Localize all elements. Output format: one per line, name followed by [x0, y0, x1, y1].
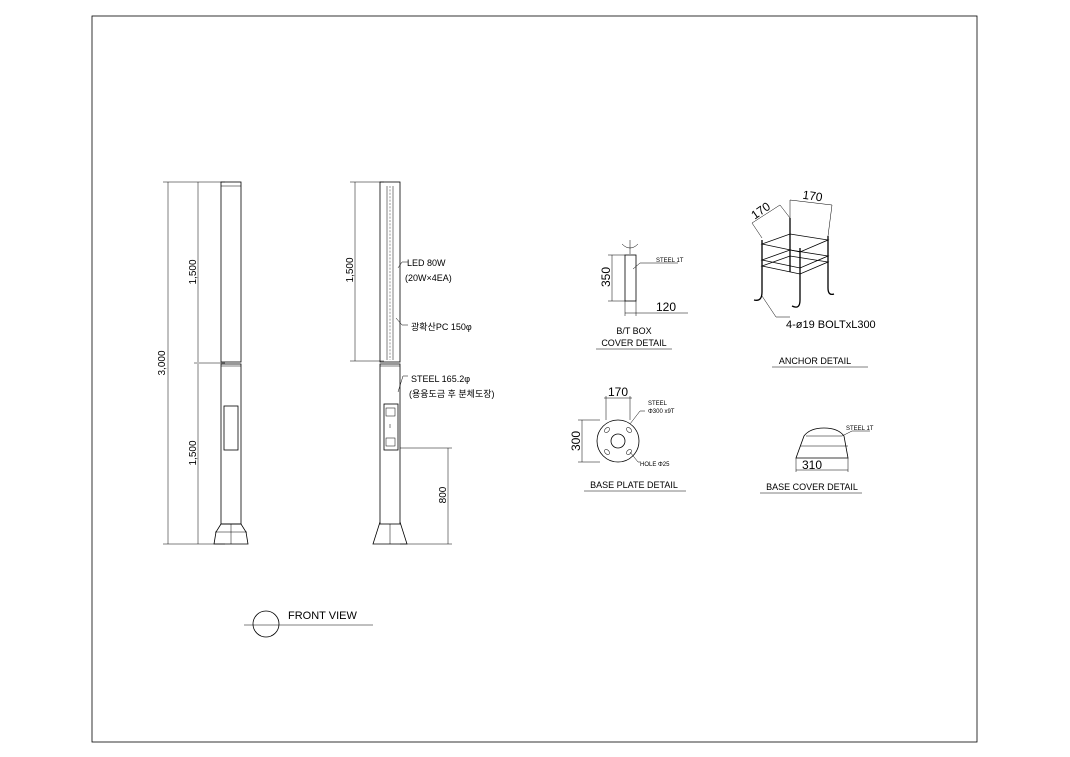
pole-front-left: 3,000 1,500 1,500	[157, 181, 249, 545]
dim-side-upper: 1,500	[345, 257, 356, 282]
base-cover-note: STEEL 1T	[846, 426, 874, 432]
bt-box-dim-width: 120	[656, 300, 676, 314]
base-plate-note-steel: STEEL	[648, 401, 668, 407]
front-view-title: FRONT VIEW	[244, 610, 373, 638]
bt-box-dim-height: 350	[599, 267, 613, 287]
anchor-detail: 170 170 4-ø19 BOLTxL300 ANCHOR DETAIL	[748, 188, 876, 368]
base-plate-note-hole: HOLE Φ25	[640, 462, 670, 468]
bt-box-detail: 350 120 STEEL 1T B/T BOX COVER DETAIL	[596, 240, 688, 350]
label-led: LED 80W	[407, 258, 446, 268]
label-led-count: (20W×4EA)	[405, 273, 452, 283]
base-cover-detail: STEEL 1T 310 BASE COVER DETAIL	[760, 426, 874, 494]
pole-front-right: 1,500 800 LED 80W (20W×4EA) 광확산PC 150φ S…	[345, 181, 495, 545]
bt-box-title-1: B/T BOX	[616, 326, 651, 336]
dim-total-height: 3,000	[157, 350, 168, 375]
bt-box-note: STEEL 1T	[656, 258, 684, 264]
bt-box-title-2: COVER DETAIL	[601, 338, 666, 348]
base-plate-dim-height: 300	[569, 431, 583, 451]
base-plate-dim-width: 170	[608, 385, 628, 399]
dim-upper-height: 1,500	[188, 259, 199, 284]
drawing-border	[91, 15, 978, 743]
anchor-dim-a: 170	[748, 199, 773, 222]
label-steel-finish: (용융도금 후 분체도장)	[409, 389, 495, 399]
label-steel: STEEL 165.2φ	[411, 374, 470, 384]
anchor-dim-b: 170	[802, 188, 824, 205]
anchor-title: ANCHOR DETAIL	[779, 356, 851, 366]
front-view-title-text: FRONT VIEW	[288, 610, 357, 622]
base-cover-dim-width: 310	[802, 458, 822, 472]
dim-lower-height: 1,500	[188, 440, 199, 465]
base-plate-note-size: Φ300 x9T	[648, 409, 675, 415]
base-cover-title: BASE COVER DETAIL	[766, 482, 858, 492]
base-plate-title: BASE PLATE DETAIL	[590, 480, 678, 490]
base-plate-detail: 170 300 STEEL Φ300 x9T HOLE Φ25 BASE PLA…	[569, 385, 686, 492]
label-diffuser-pc: 광확산PC 150φ	[411, 321, 472, 332]
dim-side-base: 800	[438, 486, 449, 503]
anchor-bolt-spec: 4-ø19 BOLTxL300	[786, 319, 876, 331]
